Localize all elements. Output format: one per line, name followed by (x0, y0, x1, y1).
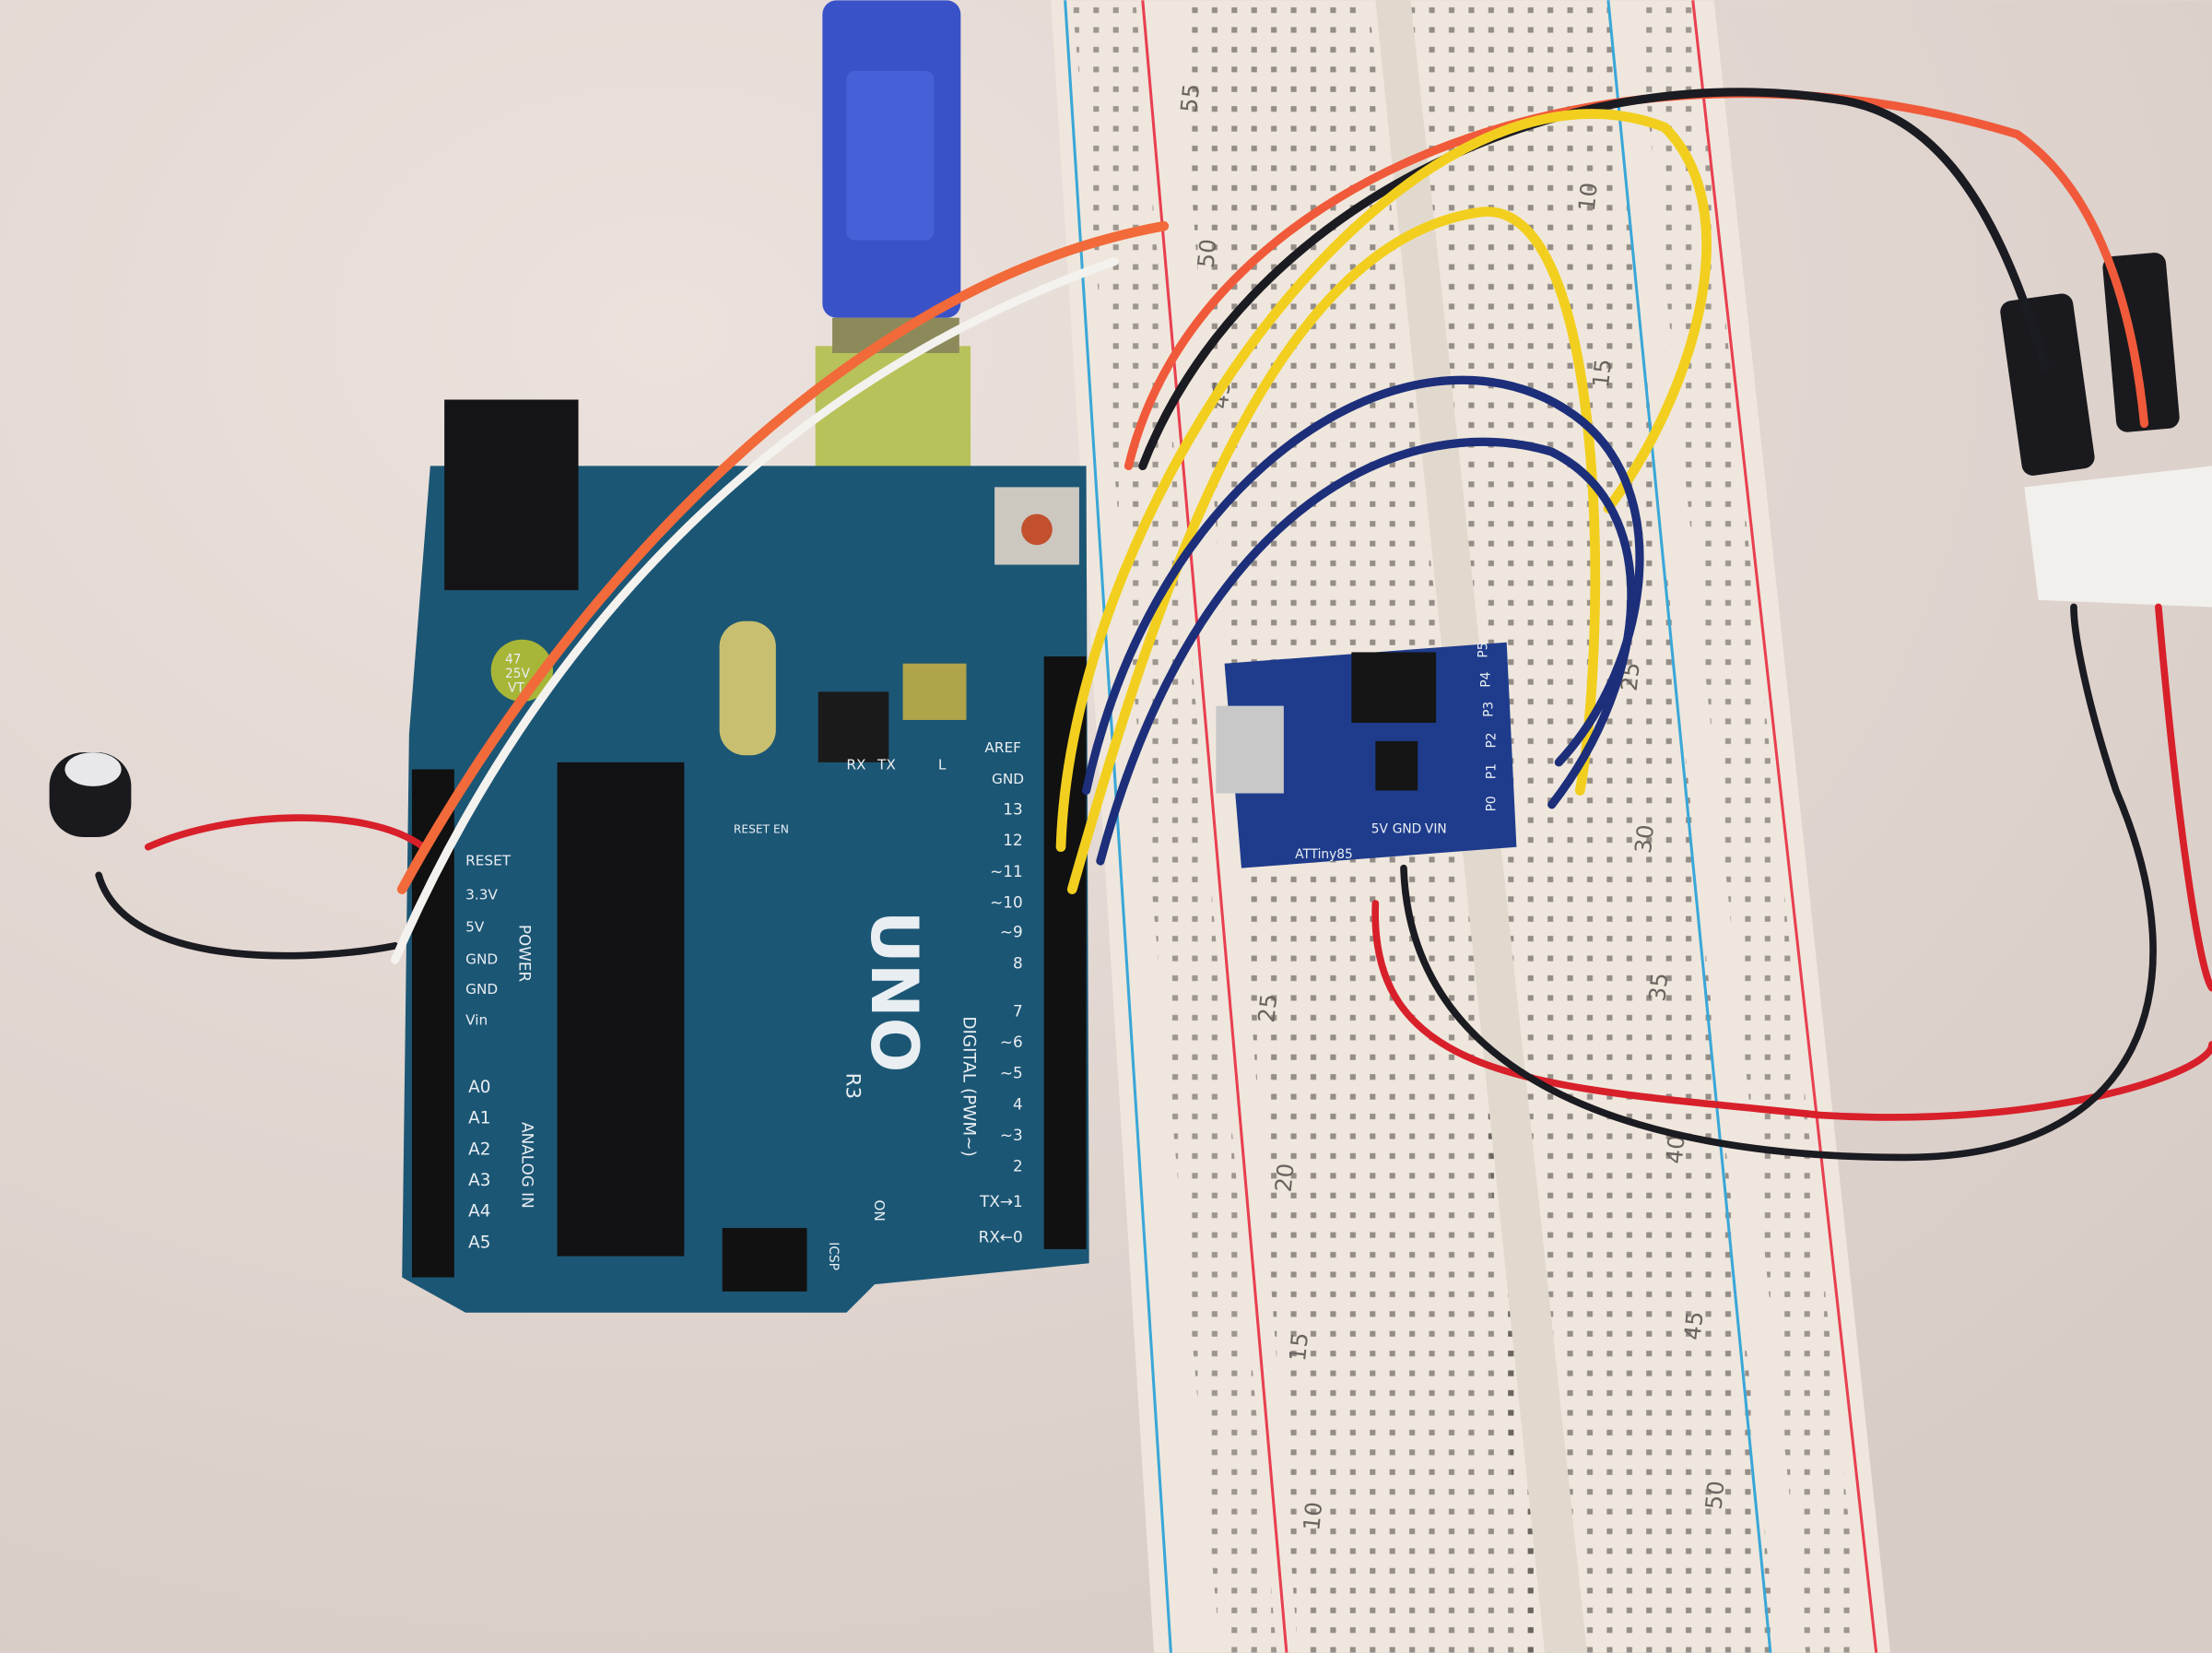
bb-number: 10 (1573, 182, 1603, 213)
icsp-header (722, 1227, 807, 1292)
pin-label: A1 (468, 1109, 490, 1128)
pin-label: 4 (1013, 1094, 1023, 1113)
pin-label: 8 (1013, 953, 1023, 972)
bb-number: 50 (1700, 1480, 1729, 1511)
wire-black-digispark[interactable] (1400, 603, 2157, 1162)
pin-label: GND (465, 951, 498, 968)
pin-label: A2 (468, 1139, 490, 1159)
wire-red-digispark[interactable] (1371, 603, 2212, 1121)
bb-number: 50 (1192, 238, 1221, 269)
capacitor-text: VT (508, 680, 524, 695)
atmega-chip (557, 762, 685, 1257)
pin-label: TX→1 (979, 1192, 1023, 1210)
arduino-uno-board: 47 25V VT UNO R3 DIGITAL (PWM~) POWER AN… (402, 399, 1089, 1313)
capacitor-text: 25V (505, 667, 531, 681)
bb-number: 45 (1679, 1310, 1709, 1341)
uno-logo: UNO (856, 911, 932, 1073)
pin-label: A3 (468, 1171, 490, 1190)
analog-pin-labels: A0 A1 A2 A3 A4 A5 (468, 1078, 490, 1252)
pin-label: P2 (1484, 732, 1499, 748)
pin-label: GND (1393, 821, 1422, 836)
pin-label: RESET (465, 853, 512, 869)
power-label: POWER (515, 925, 534, 983)
digital-pin-labels: 13 12 ~11 ~10 ~9 8 7 ~6 ~5 4 ~3 2 TX→1 R… (979, 799, 1023, 1246)
pin-label: A5 (468, 1233, 490, 1252)
digispark-attiny85-board: ATTiny85 5V GND VIN P0 P1 P2 P3 P4 P5 (1216, 643, 1517, 868)
rail-line-red (1141, 0, 1288, 1653)
analog-label: ANALOG IN (518, 1122, 536, 1209)
on-label: ON (871, 1199, 888, 1221)
pin-label: 2 (1013, 1157, 1023, 1175)
bb-number: 35 (1643, 972, 1673, 1003)
pin-label: ~10 (990, 893, 1023, 912)
pin-label: GND (465, 981, 498, 998)
pin-label: A4 (468, 1202, 490, 1222)
icsp2-header (902, 663, 967, 720)
pin-label: P5 (1476, 643, 1490, 658)
wire-white[interactable] (390, 256, 1119, 964)
micro-usb-port (1216, 705, 1284, 794)
io-pin-labels: P0 P1 P2 P3 P4 P5 (1476, 643, 1499, 812)
pin-label: VIN (1425, 821, 1447, 836)
bb-number: 15 (1284, 1331, 1313, 1363)
attiny-chip (1351, 652, 1437, 723)
rx-label: RX (846, 757, 865, 773)
rail-line-blue (1606, 0, 1772, 1653)
jumper-wires (95, 88, 2212, 1162)
digital-headers (1043, 656, 1087, 1249)
bb-number: 30 (1630, 823, 1659, 855)
wire-yellow-1[interactable] (1055, 109, 1712, 853)
pin-label: 7 (1013, 1001, 1023, 1020)
wire-black-long[interactable] (1138, 88, 2050, 471)
digital-label: DIGITAL (PWM~) (959, 1016, 978, 1156)
pin-label: RX←0 (979, 1227, 1023, 1246)
pin-label: ~11 (990, 862, 1023, 880)
pin-label: P1 (1484, 763, 1499, 779)
bb-number: 25 (1253, 993, 1282, 1024)
wire-yellow-2[interactable] (1066, 207, 1601, 894)
pin-label: 3.3V (465, 886, 498, 903)
bb-number: 10 (1298, 1501, 1327, 1532)
aref-label: AREF (984, 739, 1021, 756)
wire-blue-2[interactable] (1096, 437, 1636, 866)
attiny-label: ATTiny85 (1295, 847, 1353, 862)
pin-label: P3 (1481, 702, 1496, 717)
reset-en-label: RESET EN (734, 822, 789, 835)
pin-label: 5V (1371, 821, 1389, 836)
crystal-oscillator (719, 620, 776, 756)
icsp-label: ICSP (826, 1242, 841, 1270)
usb-chip (818, 691, 889, 762)
bb-number: 55 (1175, 82, 1205, 113)
l-label: L (938, 757, 947, 773)
usb-cable (815, 0, 971, 544)
pin-label: ~9 (1000, 923, 1023, 941)
electrolytic-capacitor (49, 752, 132, 837)
capacitor-text: 47 (505, 653, 522, 667)
wire-black (95, 871, 399, 960)
gnd-label: GND (992, 771, 1024, 787)
wire-red (144, 814, 428, 851)
pin-label: 13 (1003, 799, 1022, 818)
pin-label: 5V (465, 919, 485, 936)
pin-label: P0 (1484, 796, 1499, 811)
tx-label: TX (877, 757, 896, 773)
pin-label: A0 (468, 1078, 490, 1097)
pin-label: P4 (1478, 672, 1493, 688)
pin-label: ~6 (1000, 1033, 1023, 1051)
pin-label: 12 (1003, 831, 1022, 849)
dc-power-jack (444, 399, 579, 591)
pin-label: ~5 (1000, 1064, 1023, 1082)
bb-number: 15 (1587, 358, 1617, 389)
wire-orange[interactable] (396, 220, 1170, 894)
pin-label: ~3 (1000, 1126, 1023, 1144)
bb-number: 20 (1270, 1162, 1300, 1193)
power-pin-labels: RESET 3.3V 5V GND GND Vin (465, 853, 512, 1029)
pin-label: Vin (465, 1012, 488, 1029)
revision-label: R3 (841, 1073, 864, 1100)
rail-line-red (1691, 0, 1878, 1653)
